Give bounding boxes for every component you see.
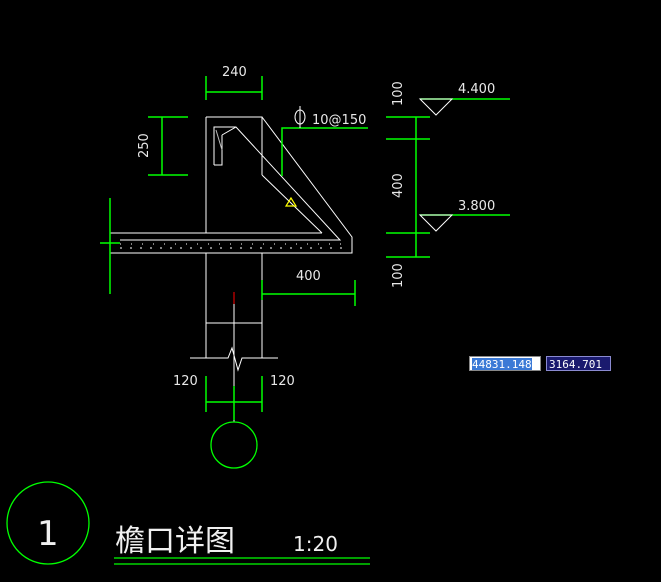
elevation-lower: 3.800: [458, 199, 495, 214]
coordinate-x-value: 44831.148: [472, 358, 532, 371]
detail-number-circle: [6, 481, 90, 565]
dim-right-top: 100: [391, 81, 406, 106]
dim-upper-height: 250: [137, 133, 152, 158]
detail-number: 1: [37, 514, 59, 554]
rebar-label: 10@150: [312, 113, 366, 128]
dim-left-thickness: 120: [173, 374, 198, 389]
drawing-scale: 1:20: [293, 532, 338, 556]
elevation-top: 4.400: [458, 82, 495, 97]
dim-projection: 400: [296, 269, 321, 284]
rebar-lines: [120, 126, 346, 249]
section-outline: [110, 116, 353, 372]
warning-triangle-icon: [284, 196, 298, 207]
drawing-title: 檐口详图: [115, 524, 235, 559]
coordinate-y-input[interactable]: 3164.701: [546, 356, 611, 371]
dim-right-bottom: 100: [391, 263, 406, 288]
dim-right-thickness: 120: [270, 374, 295, 389]
dim-top-width: 240: [222, 65, 247, 80]
dimension-lines: [100, 76, 510, 420]
title-underline: [114, 557, 370, 565]
elevation-markers: [418, 98, 454, 232]
rebar-diameter-icon: [294, 106, 306, 128]
axis-bubble: [210, 421, 258, 469]
dim-right-middle: 400: [391, 173, 406, 198]
coordinate-x-input[interactable]: 44831.148: [469, 356, 541, 371]
